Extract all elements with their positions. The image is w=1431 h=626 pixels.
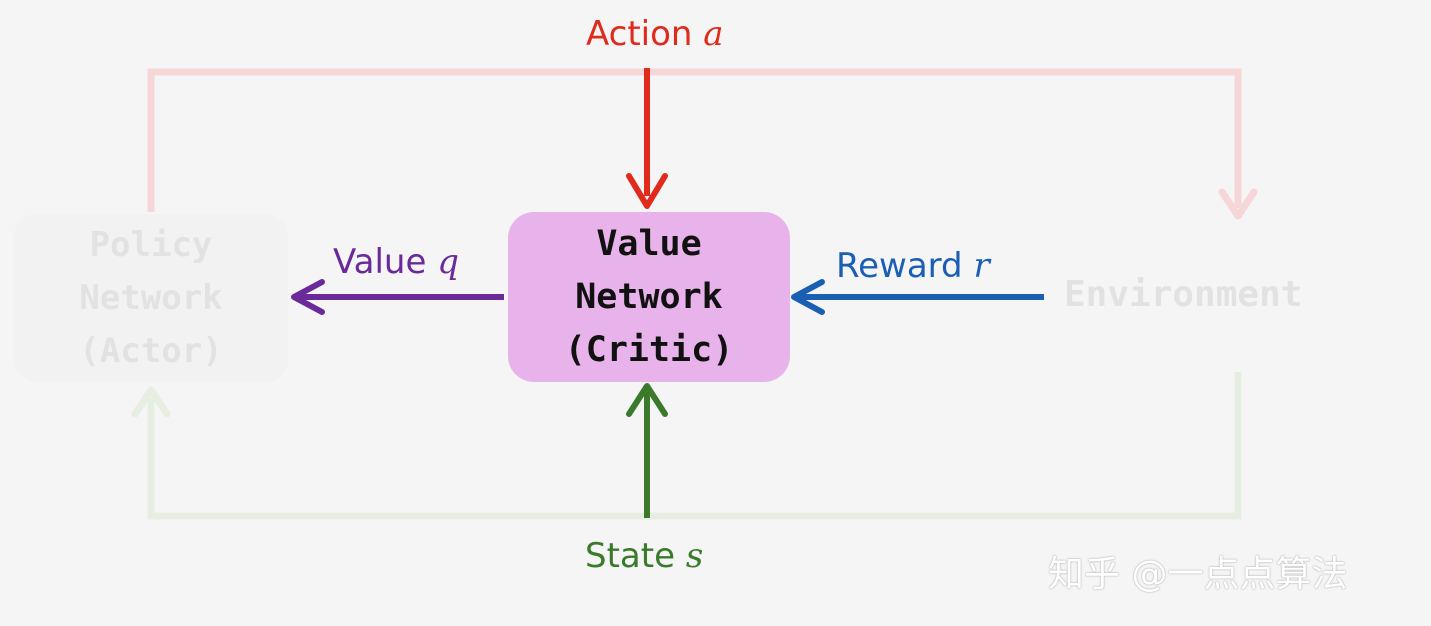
- action-symbol: a: [703, 14, 724, 54]
- critic-line-1: Value: [596, 223, 702, 264]
- reward-arrow: [791, 279, 1044, 315]
- action-label: Action a: [586, 14, 724, 54]
- critic-line-3: (Critic): [564, 329, 734, 370]
- action-word: Action: [586, 14, 693, 54]
- reward-label: Reward r: [836, 246, 990, 286]
- reward-word: Reward: [836, 246, 963, 286]
- state-word: State: [585, 536, 675, 576]
- reward-symbol: r: [973, 246, 990, 286]
- policy-network-box: Policy Network (Actor): [14, 214, 288, 382]
- state-symbol: s: [685, 536, 704, 576]
- value-arrow: [291, 279, 504, 315]
- value-symbol: q: [437, 242, 459, 282]
- state-arrow: [626, 383, 668, 518]
- policy-line-2: Network: [79, 277, 223, 318]
- watermark-text: 知乎 @一点点算法: [1048, 554, 1348, 595]
- critic-line-2: Network: [575, 276, 723, 317]
- state-label: State s: [585, 536, 703, 576]
- value-label: Value q: [333, 242, 459, 282]
- environment-label: Environment: [1064, 274, 1303, 315]
- policy-line-3: (Actor): [79, 330, 223, 371]
- policy-line-1: Policy: [89, 224, 213, 265]
- faded-state-loop: [131, 372, 1242, 520]
- value-network-box: Value Network (Critic): [508, 212, 790, 382]
- action-arrow: [626, 68, 668, 209]
- faded-action-loop: [147, 68, 1258, 220]
- value-word: Value: [333, 242, 427, 282]
